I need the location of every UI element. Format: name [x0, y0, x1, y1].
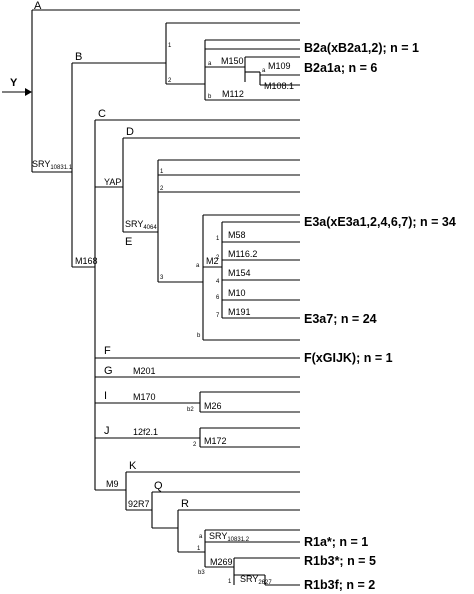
marker-m201: M201 [133, 366, 156, 376]
branch-letter: b2 [187, 407, 194, 413]
node-label-j: J [104, 425, 110, 437]
marker-sry10831-1: SRY10831.1 [32, 159, 73, 171]
branch-number: 3 [160, 275, 164, 281]
branch-number: 1 [160, 169, 164, 175]
marker-sry4064: SRY4064 [125, 219, 157, 231]
marker-m150: M150 [221, 56, 244, 66]
branch-letter: b [197, 333, 201, 339]
marker-yap: YAP [104, 177, 121, 187]
haplogroup-label: E3a(xE3a1,2,4,6,7); n = 34 [304, 215, 456, 229]
marker-m269: M269 [210, 557, 233, 567]
marker-sry10831-2: SRY10831.2 [209, 531, 250, 543]
haplogroup-label: B2a(xB2a1,2); n = 1 [304, 41, 419, 55]
marker-sry2627: SRY2627 [240, 574, 272, 586]
haplogroup-label: R1a*; n = 1 [304, 535, 368, 549]
marker-m58: M58 [228, 230, 246, 240]
node-label-c: C [98, 108, 106, 120]
branch-number: 4 [216, 279, 220, 285]
haplogroup-label: E3a7; n = 24 [304, 312, 377, 326]
tree-lines [31, 9, 300, 586]
branch-number: 2 [168, 78, 172, 84]
node-label-f: F [104, 345, 111, 357]
branch-number: 2 [193, 442, 197, 448]
marker-m2: M2 [206, 256, 219, 266]
marker-92r7: 92R7 [128, 499, 150, 509]
branch-letter: a [199, 534, 203, 540]
branch-number: 1 [228, 579, 232, 585]
marker-12f2-1: 12f2.1 [133, 427, 158, 437]
haplogroup-label: B2a1a; n = 6 [304, 61, 377, 75]
marker-m191: M191 [228, 307, 251, 317]
branch-number: 7 [216, 313, 220, 319]
haplogroup-label: R1b3*; n = 5 [304, 554, 376, 568]
branch-letter: a [262, 68, 266, 74]
node-label-g: G [104, 365, 113, 377]
marker-m109: M109 [268, 61, 291, 71]
node-label-d: D [126, 126, 134, 138]
marker-m168: M168 [75, 256, 98, 266]
marker-m108-1: M108.1 [264, 81, 294, 91]
marker-m116-2: M116.2 [228, 249, 257, 259]
node-label-a: A [34, 0, 42, 12]
marker-m154: M154 [228, 268, 251, 278]
node-label-q: Q [154, 480, 163, 492]
branch-number: 1 [197, 546, 201, 552]
marker-m172: M172 [204, 436, 227, 446]
branch-letter: a [208, 61, 212, 67]
marker-m9: M9 [106, 479, 119, 489]
branch-letter: b [208, 94, 212, 100]
root-arrow [2, 88, 32, 96]
branch-number: 2 [160, 186, 164, 192]
haplogroup-label: R1b3f; n = 2 [304, 578, 375, 592]
branch-number: 1 [168, 43, 172, 49]
branch-letter: b3 [198, 570, 205, 576]
marker-m10: M10 [228, 288, 246, 298]
node-label-e: E [125, 236, 132, 248]
node-label-k: K [129, 460, 137, 472]
branch-number: 2 [216, 255, 220, 261]
node-label-i: I [104, 390, 107, 402]
marker-m170: M170 [133, 392, 156, 402]
branch-number: 6 [216, 295, 220, 301]
marker-m112: M112 [222, 89, 244, 99]
marker-m26: M26 [204, 401, 222, 411]
root-label: Y [10, 77, 18, 89]
node-label-r: R [181, 498, 189, 510]
branch-number: 1 [216, 236, 220, 242]
branch-letter: a [196, 263, 200, 269]
haplogroup-label: F(xGIJK); n = 1 [304, 351, 393, 365]
node-label-b: B [75, 51, 82, 63]
